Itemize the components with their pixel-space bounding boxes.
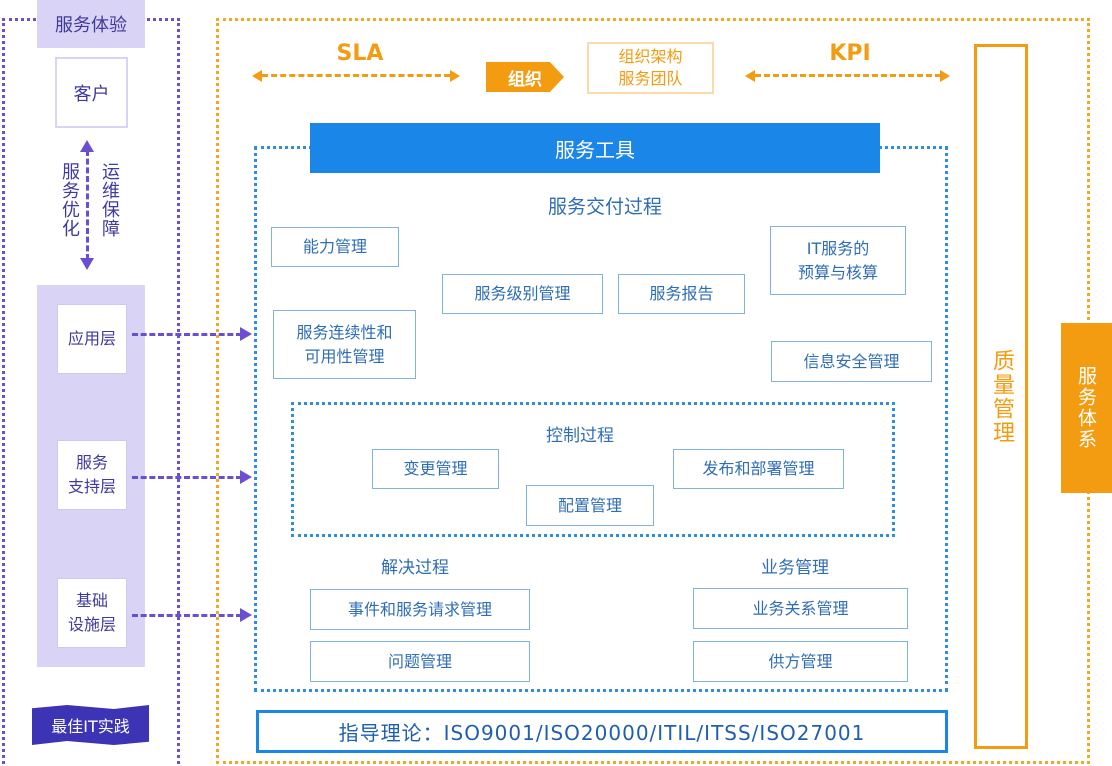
business-management-heading: 业务管理	[761, 557, 829, 578]
layer-label: 服务	[75, 453, 108, 472]
infrastructure-layer-box: 基础设施层	[57, 578, 127, 648]
arrow-right-icon	[940, 70, 950, 82]
arrow-right-icon	[240, 608, 252, 622]
arrow-up-icon	[80, 140, 94, 152]
service-support-layer-box: 服务支持层	[57, 440, 127, 510]
service-support-arrow	[132, 476, 242, 479]
org-structure-box: 组织架构服务团队	[587, 42, 714, 94]
arrow-right-icon	[240, 327, 252, 341]
business-relationship-box: 业务关系管理	[693, 588, 908, 629]
box-line: 服务连续性和	[296, 322, 393, 342]
layer-label: 支持层	[67, 477, 116, 496]
delivery-process-heading: 服务交付过程	[547, 195, 662, 218]
control-process-frame	[291, 402, 895, 537]
kpi-label: KPI	[829, 40, 871, 66]
service-system-label: 服务体系	[1075, 366, 1097, 450]
release-deployment-box: 发布和部署管理	[673, 449, 844, 489]
customer-box: 客户	[55, 57, 128, 128]
configuration-management-box: 配置管理	[526, 485, 654, 526]
sla-label: SLA	[336, 40, 384, 66]
incident-request-box: 事件和服务请求管理	[310, 589, 530, 630]
layer-label: 设施层	[67, 615, 116, 634]
kpi-double-arrow	[755, 74, 941, 77]
guiding-theory-bar: 指导理论：ISO9001/ISO20000/ITIL/ITSS/ISO27001	[256, 710, 948, 753]
application-layer-box: 应用层	[57, 304, 127, 374]
service-report-box: 服务报告	[618, 274, 745, 314]
infosec-management-box: 信息安全管理	[771, 341, 932, 382]
org-box-line: 组织架构	[618, 47, 683, 67]
arrow-left-icon	[745, 70, 755, 82]
capacity-management-box: 能力管理	[271, 227, 399, 267]
layer-label: 应用层	[67, 329, 116, 348]
box-line: 可用性管理	[304, 346, 385, 366]
service-tools-bar: 服务工具	[310, 123, 880, 173]
control-process-heading: 控制过程	[546, 425, 614, 446]
service-optimization-label: 服务优化	[59, 162, 80, 238]
application-layer-arrow	[132, 333, 242, 336]
service-level-management-box: 服务级别管理	[442, 274, 603, 314]
org-box-line: 服务团队	[618, 69, 683, 88]
ops-assurance-label: 运维保障	[99, 162, 120, 238]
supplier-management-box: 供方管理	[693, 641, 908, 682]
change-management-box: 变更管理	[372, 449, 499, 489]
problem-management-box: 问题管理	[310, 641, 530, 682]
it-budget-box: IT服务的预算与核算	[770, 226, 906, 295]
sla-double-arrow	[262, 74, 450, 77]
service-experience-label: 服务体验	[37, 0, 145, 48]
arrow-right-icon	[450, 70, 460, 82]
service-system-box: 服务体系	[1061, 323, 1112, 493]
layer-label: 基础	[75, 591, 108, 610]
box-line: 预算与核算	[797, 262, 878, 282]
quality-management-label: 质量管理	[989, 348, 1014, 445]
resolution-process-heading: 解决过程	[381, 557, 449, 578]
arrow-down-icon	[80, 258, 94, 270]
best-it-practice-banner: 最佳IT实践	[32, 705, 149, 745]
arrow-left-icon	[252, 70, 262, 82]
vertical-double-arrow	[86, 150, 89, 260]
quality-management-box: 质量管理	[974, 44, 1028, 749]
arrow-right-icon	[240, 470, 252, 484]
box-line: IT服务的	[806, 238, 870, 258]
organization-tag: 组织	[486, 62, 564, 92]
infrastructure-arrow	[132, 614, 242, 617]
continuity-availability-box: 服务连续性和可用性管理	[273, 310, 416, 379]
